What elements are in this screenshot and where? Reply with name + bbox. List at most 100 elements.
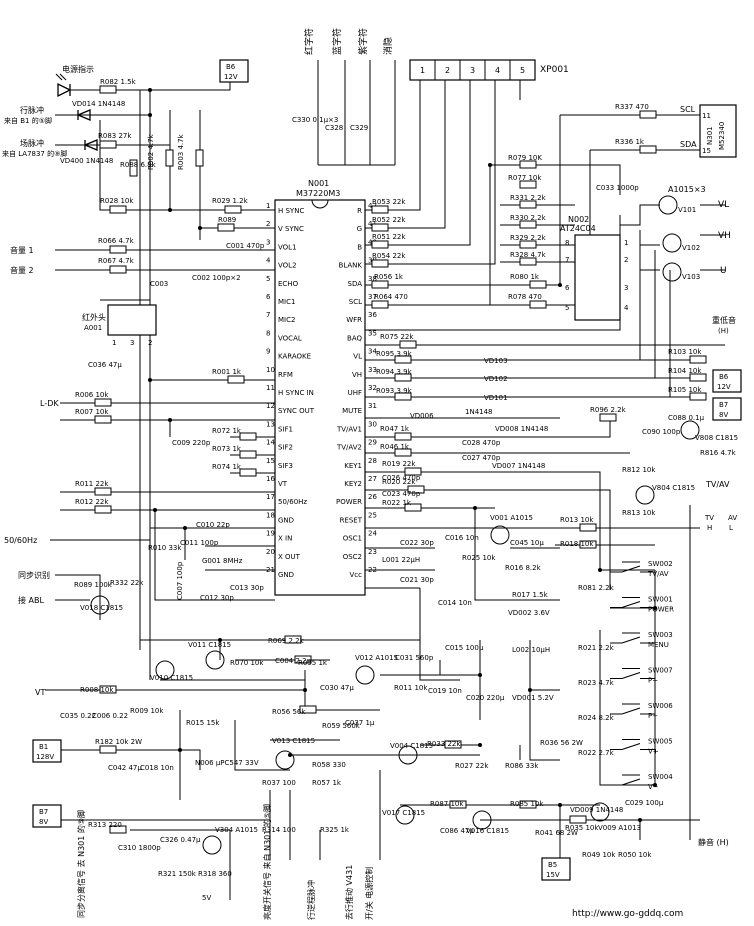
svg-text:L001 22μH: L001 22μH <box>382 556 420 564</box>
transistor-v009 <box>590 802 610 822</box>
svg-text:R051 22k: R051 22k <box>372 233 406 241</box>
svg-text:5V: 5V <box>202 894 211 902</box>
label-purple-char: 紫字符 <box>357 28 369 55</box>
svg-text:V102: V102 <box>682 244 700 252</box>
svg-text:C030 47μ: C030 47μ <box>320 684 354 692</box>
svg-text:POWER: POWER <box>648 606 674 614</box>
svg-text:R313 220: R313 220 <box>88 821 122 829</box>
svg-text:R008 10k: R008 10k <box>80 686 114 694</box>
chip-pin-name: VL <box>353 353 362 361</box>
chip-pin-name: RFM <box>278 371 293 379</box>
svg-text:R041 68 2W: R041 68 2W <box>535 829 578 837</box>
svg-text:AV: AV <box>728 514 737 522</box>
svg-text:VD007 1N4148: VD007 1N4148 <box>492 462 545 470</box>
chip-pin-name: Vcc <box>350 571 363 579</box>
power-led <box>55 73 72 98</box>
svg-text:R056 1k: R056 1k <box>374 273 404 281</box>
svg-text:V016 C1815: V016 C1815 <box>466 827 509 835</box>
svg-text:V101: V101 <box>678 206 696 214</box>
transistor-v013 <box>275 750 295 770</box>
svg-text:C021 30p: C021 30p <box>400 576 434 584</box>
label-blue-char: 蓝字符 <box>331 28 343 55</box>
svg-text:12V: 12V <box>717 383 731 391</box>
svg-text:R003 4.7k: R003 4.7k <box>177 133 185 170</box>
svg-text:R059 560k: R059 560k <box>322 722 361 730</box>
svg-text:U: U <box>720 266 727 276</box>
svg-text:TV: TV <box>704 514 714 522</box>
svg-text:1: 1 <box>420 66 425 75</box>
svg-text:R328 4.7k: R328 4.7k <box>510 251 547 259</box>
svg-text:R105 10k: R105 10k <box>668 386 702 394</box>
chip-pin-number: 29 <box>368 439 377 447</box>
chip-pin-number: 14 <box>266 439 275 447</box>
svg-text:C027 470p: C027 470p <box>462 454 501 462</box>
svg-text:3: 3 <box>130 339 134 347</box>
svg-text:R066 4.7k: R066 4.7k <box>98 237 135 245</box>
chip-pin-name: H SYNC IN <box>278 389 314 397</box>
chip-pin-number: 5 <box>266 275 270 283</box>
svg-text:C002 100p×2: C002 100p×2 <box>192 274 241 282</box>
chip-pin-number: 3 <box>266 238 270 246</box>
band-switch-transistors: A1015×3 V101 V102 V103 VL VH U <box>658 185 731 282</box>
svg-text:C018 10n: C018 10n <box>140 764 174 772</box>
chip-pin-number: 23 <box>368 548 377 556</box>
svg-text:5: 5 <box>565 304 569 312</box>
svg-text:C020 220μ: C020 220μ <box>466 694 505 702</box>
svg-text:C088 0.1μ: C088 0.1μ <box>668 414 705 422</box>
transistor-v101: V101 <box>658 195 696 215</box>
svg-text:R069 2.2k: R069 2.2k <box>268 637 305 645</box>
svg-text:G001 8MHz: G001 8MHz <box>202 557 243 565</box>
svg-text:L002 10μH: L002 10μH <box>512 646 550 654</box>
chip-pin-name: TV/AV2 <box>336 444 362 452</box>
svg-text:R023 4.7k: R023 4.7k <box>578 679 615 687</box>
sync-sep-label: 同步分离信号 去 N301 的⑤脚 <box>76 810 86 918</box>
svg-text:R070 10k: R070 10k <box>230 659 264 667</box>
chip-pin-name: MIC2 <box>278 316 295 324</box>
svg-text:VD400 1N4148: VD400 1N4148 <box>60 157 113 165</box>
svg-text:R017 1.5k: R017 1.5k <box>512 591 549 599</box>
svg-text:SDA: SDA <box>680 140 697 149</box>
chip-pin-name: GND <box>278 571 294 579</box>
chip-pin-number: 35 <box>368 329 377 337</box>
svg-text:4: 4 <box>624 304 629 312</box>
svg-text:R037 100: R037 100 <box>262 779 296 787</box>
svg-text:R002 4.7k: R002 4.7k <box>147 133 155 170</box>
svg-text:L: L <box>729 524 733 532</box>
svg-text:P+: P+ <box>648 677 658 685</box>
svg-text:SCL: SCL <box>680 105 696 114</box>
svg-text:6: 6 <box>565 284 570 292</box>
svg-text:C326 0.47μ: C326 0.47μ <box>160 836 201 844</box>
bottom-labels: 同步分离信号 去 N301 的⑤脚 亮度开关信号 来自 N301 的⑤脚 行逆程… <box>76 804 683 920</box>
svg-text:V012 A1015: V012 A1015 <box>355 654 398 662</box>
svg-text:重低音: 重低音 <box>712 315 736 325</box>
svg-text:VT: VT <box>35 688 45 697</box>
chip-pin-number: 6 <box>266 293 271 301</box>
svg-text:MENU: MENU <box>648 641 669 649</box>
svg-text:V+: V+ <box>648 748 659 756</box>
svg-text:来自 LA7837 的⑨脚: 来自 LA7837 的⑨脚 <box>2 149 67 158</box>
svg-text:V017 C1815: V017 C1815 <box>382 809 425 817</box>
transistor-v017 <box>395 805 415 825</box>
svg-text:1: 1 <box>112 339 116 347</box>
ff5060-label: 50/60Hz <box>4 536 37 545</box>
svg-text:R057 1k: R057 1k <box>312 779 342 787</box>
chip-pin-number: 32 <box>368 384 377 392</box>
transistor-v102: V102 <box>662 233 700 253</box>
line-drive-label: 去行推动 V431 <box>344 865 354 920</box>
svg-text:R104 10k: R104 10k <box>668 367 702 375</box>
chip-pin-name: VOCAL <box>278 334 302 342</box>
chip-pin-number: 16 <box>266 475 275 483</box>
svg-text:C015 100μ: C015 100μ <box>445 644 484 652</box>
svg-text:A001: A001 <box>84 324 102 332</box>
svg-text:R010 33k: R010 33k <box>148 544 182 552</box>
svg-text:7: 7 <box>565 256 569 264</box>
chip-pin-number: 26 <box>368 493 377 501</box>
svg-text:R052 22k: R052 22k <box>372 216 406 224</box>
chip-pin-number: 28 <box>368 457 377 465</box>
chip-pin-name: SIF2 <box>278 444 293 452</box>
svg-text:R325 1k: R325 1k <box>320 826 350 834</box>
